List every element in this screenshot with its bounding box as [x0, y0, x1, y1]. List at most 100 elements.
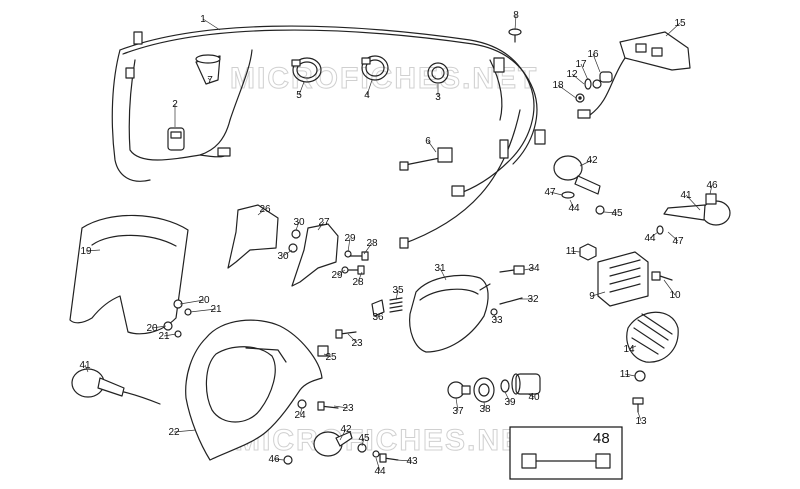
callout-28: 28	[366, 238, 378, 249]
callout-23: 23	[342, 403, 354, 414]
callout-11: 11	[566, 246, 577, 257]
callout-8: 8	[513, 10, 519, 21]
leader-line	[579, 159, 593, 167]
callout-31: 31	[434, 263, 446, 274]
leader-line	[347, 333, 358, 344]
turn-signal-front-right	[313, 431, 353, 457]
leader-line	[189, 308, 217, 313]
leader-line	[504, 391, 511, 403]
leader-line	[527, 393, 535, 398]
adjuster-34	[499, 265, 525, 275]
callout-4: 4	[364, 90, 370, 101]
clamp-5	[291, 57, 322, 83]
leader-line	[591, 291, 606, 297]
leader-line	[202, 18, 221, 31]
callout-45: 45	[611, 208, 623, 219]
callout-20: 20	[146, 323, 158, 334]
callout-21: 21	[158, 331, 170, 342]
callout-33: 33	[491, 315, 503, 326]
leader-line	[663, 279, 676, 296]
callout-46: 46	[268, 454, 280, 465]
inset-48: 48	[509, 426, 623, 480]
callout-11: 11	[620, 369, 631, 380]
callout-32: 32	[527, 294, 539, 305]
callout-5: 5	[296, 90, 302, 101]
callout-39: 39	[504, 397, 516, 408]
callout-3: 3	[435, 92, 441, 103]
nut-11-upper	[579, 243, 597, 261]
bolt-10	[651, 271, 673, 281]
leader-line	[257, 208, 266, 216]
callout-42: 42	[340, 424, 352, 435]
nut-46-upper	[705, 193, 717, 205]
clip-25	[317, 345, 329, 357]
leader-line	[333, 405, 349, 409]
leader-line	[628, 345, 637, 350]
leader-line	[455, 397, 459, 412]
leader-line	[514, 14, 517, 31]
clamp-4	[361, 55, 389, 81]
socket-40	[511, 373, 541, 395]
screw-32	[499, 297, 523, 305]
callout-15: 15	[674, 18, 686, 29]
bulb-37	[447, 381, 471, 399]
callout-44: 44	[644, 233, 656, 244]
leader-line	[667, 231, 679, 242]
callout-30: 30	[277, 251, 289, 262]
callout-44: 44	[374, 466, 386, 477]
callout-10: 10	[669, 290, 681, 301]
leader-line	[569, 199, 575, 209]
washer-30-upper	[291, 229, 301, 239]
callout-43: 43	[406, 456, 418, 467]
leader-line	[339, 428, 347, 441]
leader-line	[395, 289, 399, 301]
leader-line	[571, 73, 585, 85]
callout-13: 13	[635, 416, 647, 427]
leader-line	[375, 457, 381, 472]
inset-label: 48	[593, 430, 610, 447]
callout-27: 27	[318, 217, 330, 228]
callout-28: 28	[352, 277, 364, 288]
watermark-top: MICROFICHES.NET	[230, 62, 538, 95]
leader-line	[685, 194, 701, 211]
leader-line	[323, 353, 332, 358]
callout-47: 47	[544, 187, 556, 198]
callout-6: 6	[425, 136, 431, 147]
leader-line	[624, 373, 636, 377]
leader-line	[549, 191, 563, 196]
callout-21: 21	[210, 304, 222, 315]
washer-47-upper	[561, 191, 575, 199]
turn-signal-front-left	[71, 368, 161, 405]
callout-1: 1	[200, 14, 206, 25]
leader-line	[295, 221, 300, 231]
leader-line	[357, 271, 363, 283]
spring-35	[389, 297, 403, 313]
washer-44-right	[656, 225, 664, 235]
leader-line	[151, 325, 167, 329]
bolt-43	[379, 453, 399, 463]
leader-line	[84, 364, 89, 373]
clamp-3	[427, 62, 449, 84]
turn-signal-rear-left	[663, 200, 731, 226]
washer-30-lower	[288, 243, 298, 253]
headlight	[409, 274, 491, 353]
callout-26: 26	[259, 204, 271, 215]
wiring-harness	[111, 25, 546, 249]
callout-17: 17	[575, 59, 587, 70]
bolt-23-lower	[317, 401, 339, 411]
leader-line	[493, 314, 498, 321]
leader-line	[395, 459, 413, 462]
sensor-6	[399, 147, 453, 171]
horn	[626, 311, 679, 363]
callout-25: 25	[325, 352, 337, 363]
callout-29: 29	[331, 270, 343, 281]
leader-lines	[84, 14, 713, 472]
connector-clip	[167, 127, 185, 151]
turn-signal-rear-right	[553, 155, 601, 195]
callout-35: 35	[392, 285, 404, 296]
leader-line	[179, 299, 205, 305]
leader-line	[439, 267, 447, 281]
washer-24	[297, 399, 307, 409]
washer-45-upper	[595, 205, 605, 215]
